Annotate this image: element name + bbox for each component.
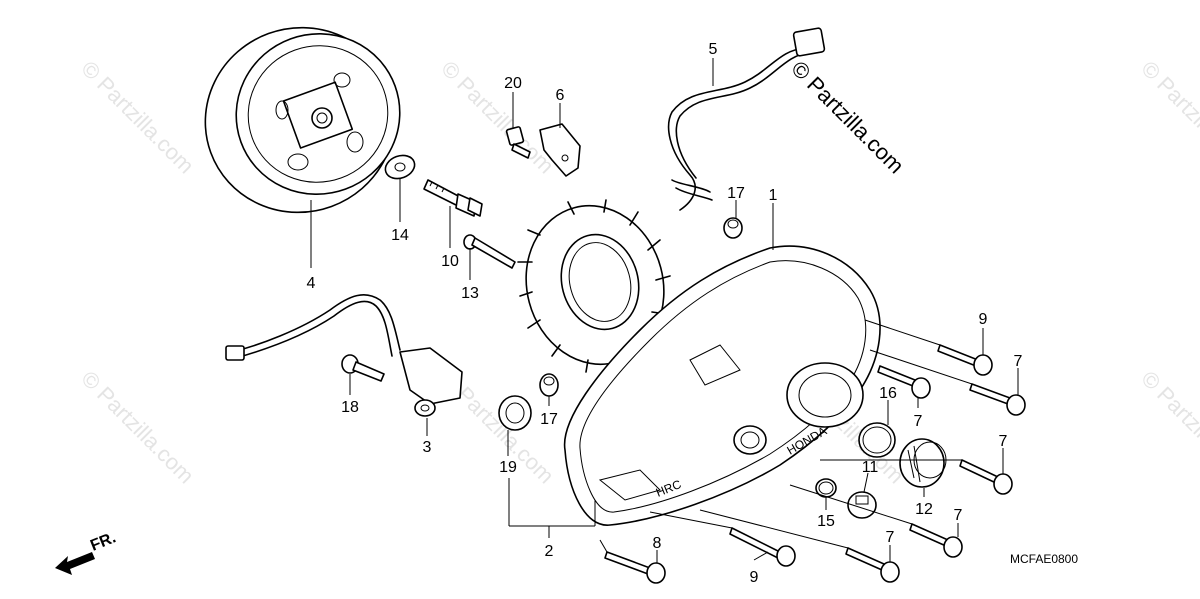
watermark-bottom-right: © Partzilla.com xyxy=(1136,366,1200,489)
callout-15: 15 xyxy=(817,513,835,530)
callout-7-d: 7 xyxy=(954,507,963,524)
o-ring-16 xyxy=(858,422,896,458)
leader-lines xyxy=(310,58,1019,563)
callout-14: 14 xyxy=(391,227,409,244)
stator-5 xyxy=(517,199,671,373)
callout-16: 16 xyxy=(879,385,897,402)
front-indicator-label: FR. xyxy=(88,529,118,554)
bearing-19 xyxy=(498,395,532,431)
dowel-17-upper xyxy=(723,217,743,239)
callout-17-upper: 17 xyxy=(727,185,745,202)
watermark-top-left: © Partzilla.com xyxy=(76,56,199,179)
callout-3: 3 xyxy=(423,439,432,456)
bolt-7-b xyxy=(877,365,931,399)
bolt-7-c xyxy=(959,459,1013,495)
callout-9-lower: 9 xyxy=(750,569,759,586)
callout-18: 18 xyxy=(341,399,359,416)
partzilla-watermark: © Partzilla.com xyxy=(786,56,909,179)
callout-11: 11 xyxy=(862,459,879,476)
bolt-10 xyxy=(423,179,483,217)
callout-labels: 4 14 10 13 20 6 5 17 1 9 7 16 7 7 11 12 … xyxy=(307,41,1023,586)
callout-17-lower: 17 xyxy=(540,411,558,428)
callout-1: 1 xyxy=(769,187,778,204)
bolt-9-lower xyxy=(729,527,796,567)
bolt-13 xyxy=(463,234,516,269)
wire-harness-5 xyxy=(667,27,826,211)
callout-9-upper: 9 xyxy=(979,311,988,328)
callout-7-e: 7 xyxy=(886,529,895,546)
callout-13: 13 xyxy=(461,285,479,302)
callout-7-b: 7 xyxy=(914,413,923,430)
washer-14 xyxy=(384,154,416,180)
callout-20: 20 xyxy=(504,75,522,92)
callout-8: 8 xyxy=(653,535,662,552)
bolt-18 xyxy=(341,354,385,382)
alignment-lines xyxy=(599,319,973,553)
callout-7-a: 7 xyxy=(1014,353,1023,370)
flywheel-rotor xyxy=(204,26,401,214)
watermark-top-right: © Partzilla.com xyxy=(1136,56,1200,179)
dowel-17-lower xyxy=(539,373,559,397)
bolt-9-upper xyxy=(937,344,993,376)
bolt-7-a xyxy=(969,383,1026,416)
callout-7-c: 7 xyxy=(999,433,1008,450)
timing-cap-11 xyxy=(847,491,877,519)
callout-6: 6 xyxy=(556,87,565,104)
callout-19: 19 xyxy=(499,459,517,476)
clamp-6 xyxy=(539,123,581,177)
diagram-code: MCFAE0800 xyxy=(1010,552,1078,566)
front-arrow-icon xyxy=(55,552,95,575)
watermark-bottom-left: © Partzilla.com xyxy=(76,366,199,489)
watermark-top-mid: © Partzilla.com xyxy=(436,56,559,179)
callout-4: 4 xyxy=(307,275,316,292)
bolt-7-e xyxy=(845,547,900,583)
hole-cap-12 xyxy=(899,438,947,488)
callout-5: 5 xyxy=(709,41,718,58)
screw-20 xyxy=(505,126,531,159)
front-direction-indicator: FR. xyxy=(55,529,118,575)
bolt-8 xyxy=(604,551,666,584)
callout-10: 10 xyxy=(441,253,459,270)
pulse-generator-3 xyxy=(225,294,463,417)
bolt-7-d xyxy=(909,523,963,558)
callout-12: 12 xyxy=(915,501,933,518)
callout-2: 2 xyxy=(545,543,554,560)
